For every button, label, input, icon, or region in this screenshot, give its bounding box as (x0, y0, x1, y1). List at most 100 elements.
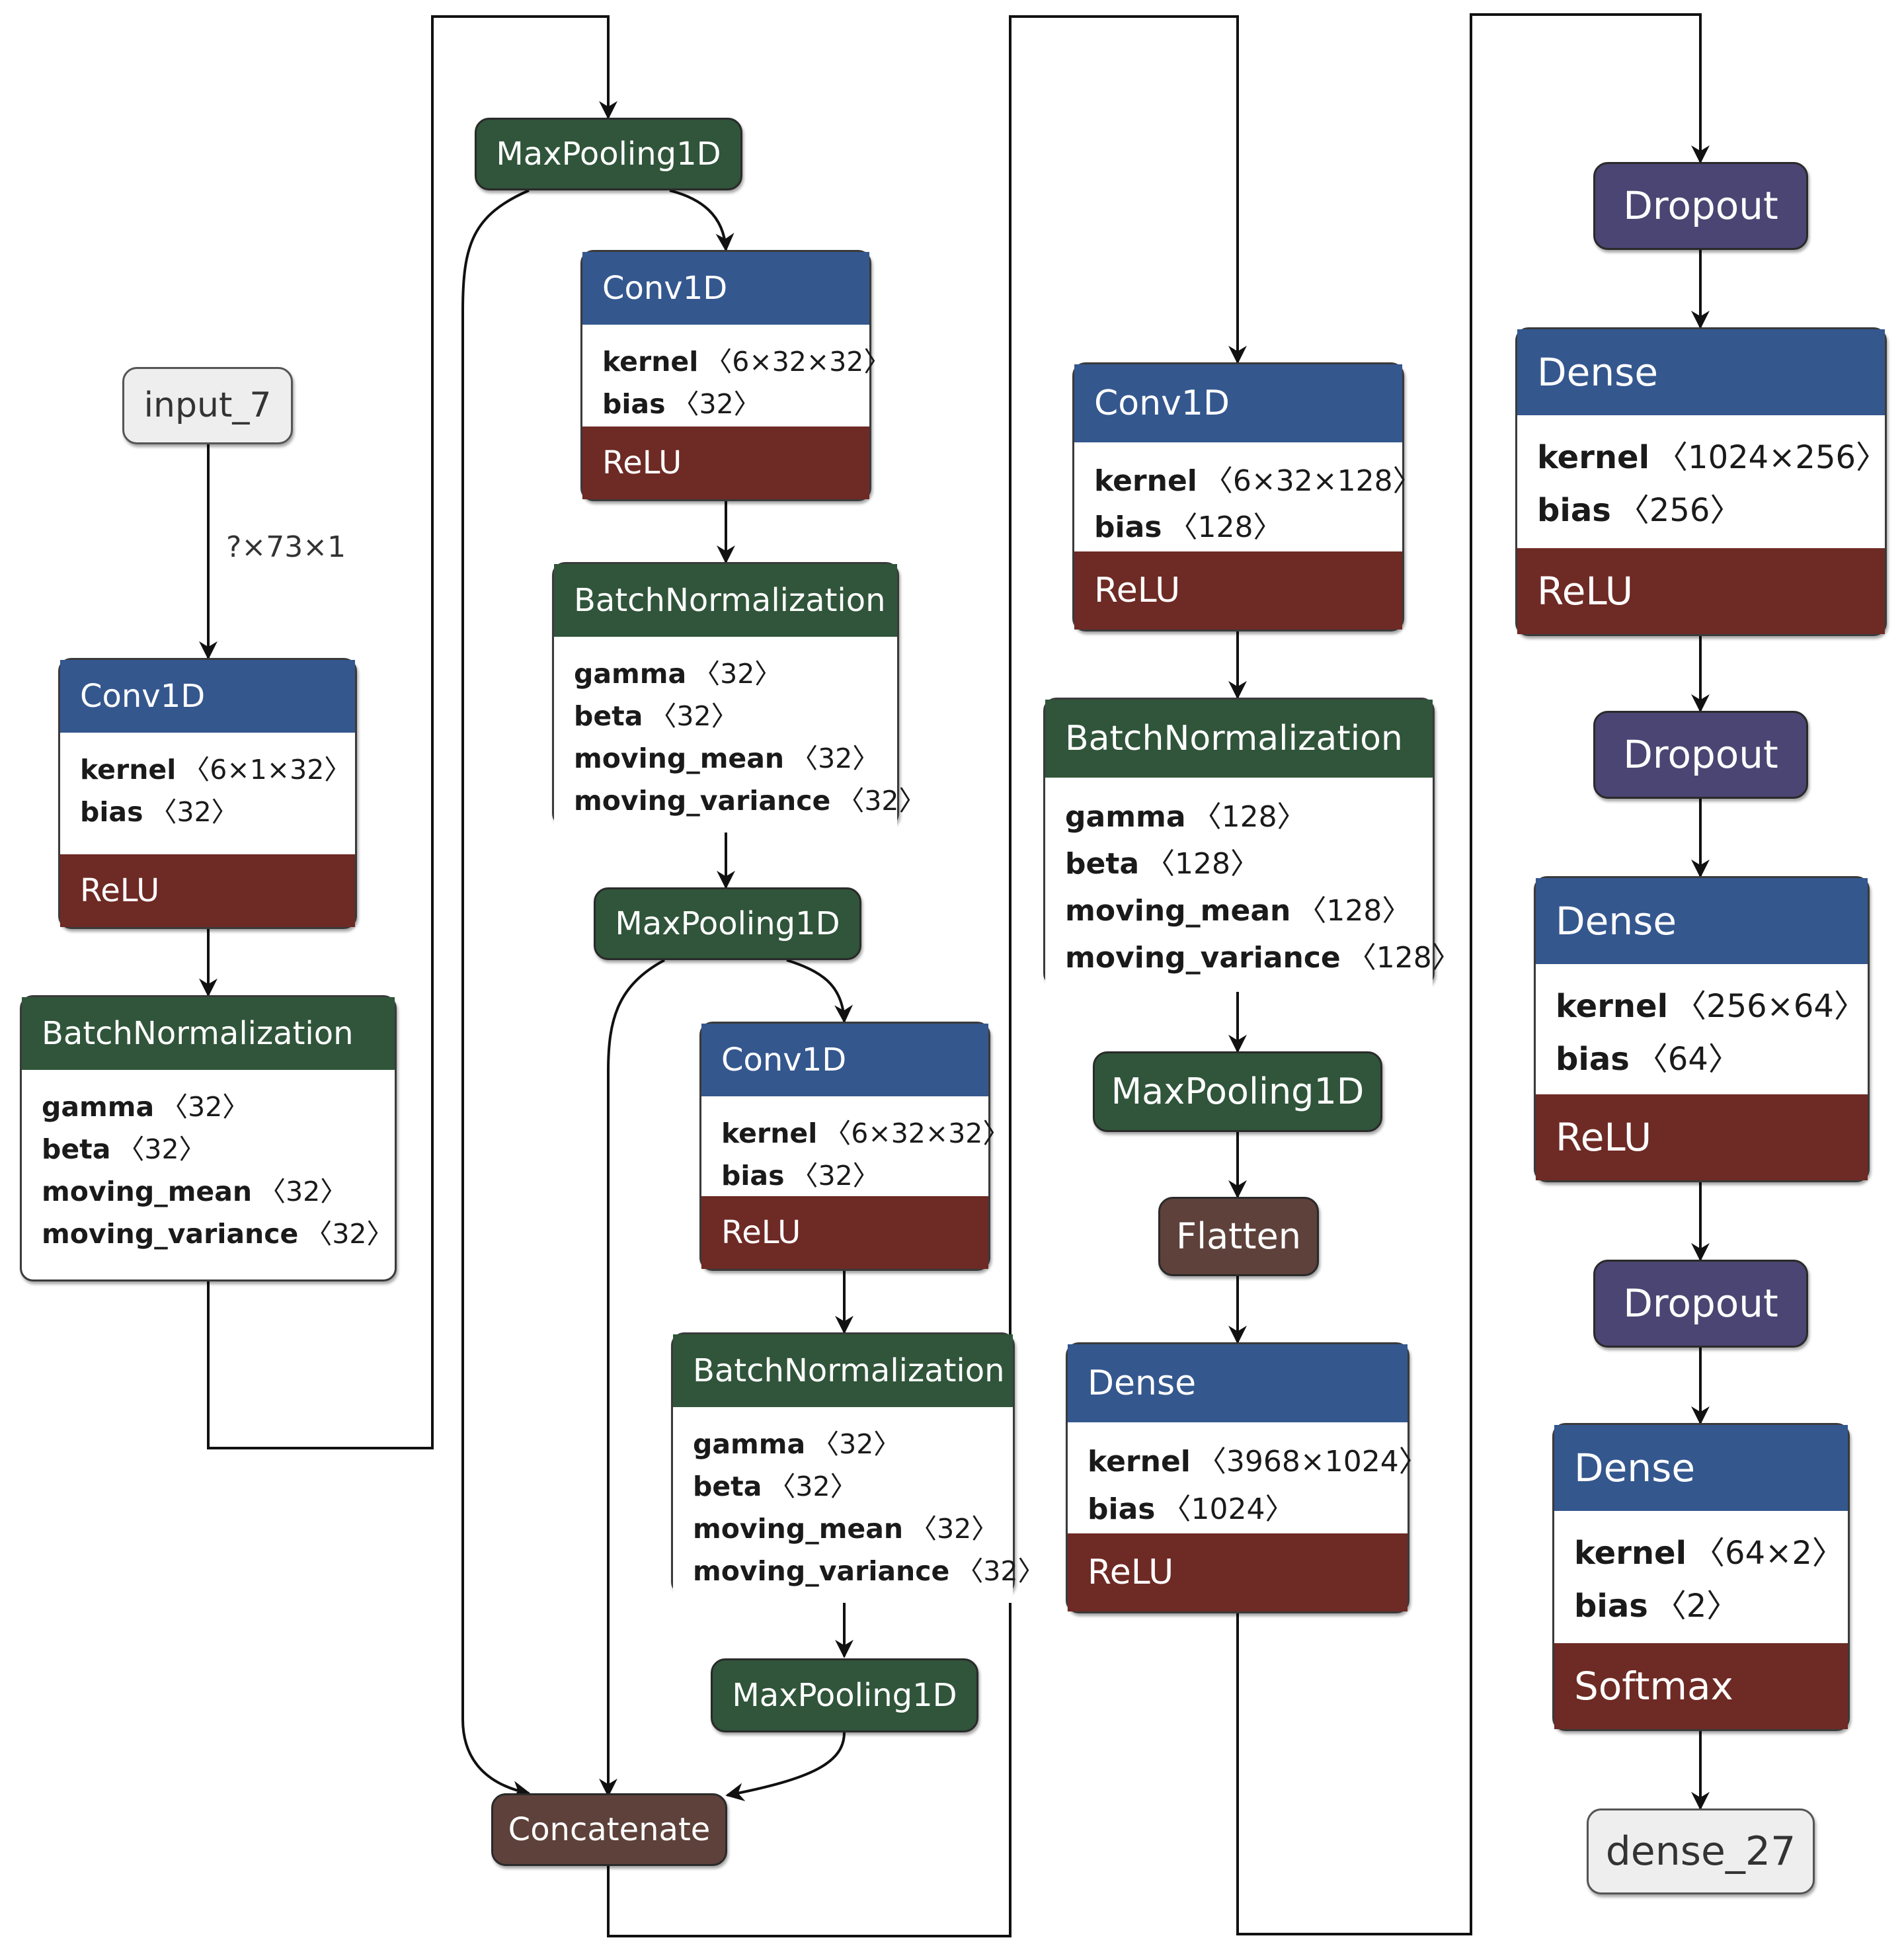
param-name: moving_mean (42, 1176, 253, 1207)
param-name: gamma (574, 658, 687, 690)
conv1d-node-4[interactable]: Conv1D kernel〈6×32×128〉 bias〈128〉 ReLU (1072, 362, 1422, 631)
flatten-node[interactable]: Flatten (1158, 1197, 1319, 1276)
param-name: beta (1065, 847, 1140, 881)
dropout-node-1[interactable]: Dropout (1593, 162, 1808, 250)
dense-params: kernel〈64×2〉 bias〈2〉 (1554, 1511, 1848, 1643)
conv1d-params: kernel〈6×1×32〉 bias〈32〉 (60, 733, 355, 844)
maxpool-node-4[interactable]: MaxPooling1D (1093, 1051, 1382, 1132)
maxpool-node-2[interactable]: MaxPooling1D (594, 887, 861, 960)
param-name: kernel (721, 1117, 818, 1149)
param-name: moving_mean (1065, 894, 1291, 928)
param-shape: 〈1024×256〉 (1656, 439, 1888, 476)
dense-params: kernel〈1024×256〉 bias〈256〉 (1517, 415, 1888, 548)
conv1d-node-2[interactable]: Conv1D kernel〈6×32×32〉 bias〈32〉 ReLU (580, 250, 891, 501)
param-shape: 〈6×32×32〉 (824, 1117, 1010, 1149)
param-name: kernel (1537, 439, 1650, 476)
batchnorm-node-2[interactable]: BatchNormalization gamma〈32〉 beta〈32〉 mo… (552, 562, 926, 832)
conv1d-header: Conv1D (60, 660, 355, 733)
concatenate-node[interactable]: Concatenate (491, 1793, 727, 1866)
dense-node-3[interactable]: Dense kernel〈256×64〉 bias〈64〉 ReLU (1534, 876, 1870, 1182)
edge-col2-to-col3 (607, 15, 1247, 1937)
param-name: kernel (1556, 988, 1669, 1025)
param-name: bias (1556, 1041, 1630, 1078)
batchnorm-params: gamma〈32〉 beta〈32〉 moving_mean〈32〉 movin… (554, 637, 926, 832)
batchnorm-header: BatchNormalization (1045, 700, 1433, 778)
batchnorm-params: gamma〈32〉 beta〈32〉 moving_mean〈32〉 movin… (22, 1070, 395, 1266)
dropout-node-3[interactable]: Dropout (1593, 1260, 1808, 1348)
param-name: bias (1574, 1588, 1648, 1625)
conv1d-params: kernel〈6×32×128〉 bias〈128〉 (1074, 442, 1422, 561)
dense-header: Dense (1517, 329, 1885, 415)
dropout-label: Dropout (1623, 183, 1778, 228)
edge-pool2-concat-skip (599, 959, 665, 1797)
param-shape: 〈64〉 (1636, 1041, 1740, 1078)
param-shape: 〈256×64〉 (1675, 988, 1866, 1025)
output-node-label: dense_27 (1605, 1828, 1796, 1875)
maxpool-node-1[interactable]: MaxPooling1D (475, 118, 742, 190)
param-shape: 〈6×1×32〉 (182, 754, 352, 786)
dense-node-4[interactable]: Dense kernel〈64×2〉 bias〈2〉 Softmax (1552, 1423, 1850, 1731)
edge-col3-to-col4 (1236, 13, 1710, 1935)
param-name: bias (721, 1160, 785, 1192)
param-shape: 〈32〉 (649, 700, 738, 732)
dense-node-2[interactable]: Dense kernel〈1024×256〉 bias〈256〉 ReLU (1515, 327, 1887, 636)
activation-bar: ReLU (1074, 551, 1402, 629)
param-name: kernel (602, 346, 699, 378)
param-shape: 〈128〉 (1168, 510, 1283, 544)
edge-pool3-concat (725, 1732, 846, 1801)
input-node-label: input_7 (143, 386, 272, 425)
param-name: kernel (1574, 1535, 1687, 1572)
param-shape: 〈6×32×32〉 (705, 346, 891, 378)
batchnorm-params: gamma〈128〉 beta〈128〉 moving_mean〈128〉 mo… (1045, 778, 1461, 992)
param-shape: 〈32〉 (791, 1160, 880, 1192)
param-name: bias (602, 388, 666, 420)
dense-params: kernel〈256×64〉 bias〈64〉 (1536, 964, 1868, 1096)
input-node[interactable]: input_7 (122, 367, 293, 444)
conv1d-header: Conv1D (701, 1024, 988, 1096)
dense-params: kernel〈3968×1024〉 bias〈1024〉 (1068, 1422, 1428, 1544)
conv1d-node-3[interactable]: Conv1D kernel〈6×32×32〉 bias〈32〉 ReLU (699, 1022, 1010, 1271)
conv1d-params: kernel〈6×32×32〉 bias〈32〉 (582, 325, 891, 436)
conv1d-node-1[interactable]: Conv1D kernel〈6×1×32〉 bias〈32〉 ReLU (58, 658, 357, 929)
param-shape: 〈32〉 (768, 1471, 857, 1502)
param-shape: 〈32〉 (837, 785, 926, 817)
dropout-node-2[interactable]: Dropout (1593, 711, 1808, 799)
edge-pool2-conv2 (786, 959, 853, 1024)
maxpool-label: MaxPooling1D (615, 905, 840, 942)
param-shape: 〈32〉 (956, 1555, 1045, 1587)
param-name: kernel (1094, 464, 1197, 498)
maxpool-node-3[interactable]: MaxPooling1D (711, 1658, 978, 1732)
activation-bar: Softmax (1554, 1643, 1848, 1729)
batchnorm-header: BatchNormalization (673, 1334, 1013, 1407)
param-name: kernel (1088, 1445, 1191, 1479)
batchnorm-node-4[interactable]: BatchNormalization gamma〈128〉 beta〈128〉 … (1043, 698, 1461, 992)
edge-col1-to-col2 (207, 15, 617, 1449)
activation-bar: ReLU (60, 854, 355, 927)
param-shape: 〈128〉 (1347, 941, 1461, 975)
param-name: bias (1088, 1492, 1156, 1526)
param-shape: 〈32〉 (117, 1133, 206, 1165)
batchnorm-node-3[interactable]: BatchNormalization gamma〈32〉 beta〈32〉 mo… (671, 1332, 1045, 1603)
conv1d-header: Conv1D (582, 252, 869, 325)
param-shape: 〈32〉 (258, 1176, 348, 1207)
dense-node-1[interactable]: Dense kernel〈3968×1024〉 bias〈1024〉 ReLU (1066, 1342, 1428, 1613)
param-shape: 〈6×32×128〉 (1203, 464, 1422, 498)
param-shape: 〈32〉 (305, 1218, 394, 1250)
param-name: moving_variance (1065, 941, 1341, 975)
dense-header: Dense (1536, 878, 1868, 964)
maxpool-label: MaxPooling1D (1111, 1071, 1365, 1112)
output-node[interactable]: dense_27 (1587, 1808, 1815, 1894)
param-shape: 〈128〉 (1146, 847, 1260, 881)
param-name: kernel (80, 754, 177, 786)
param-name: beta (574, 700, 643, 732)
param-shape: 〈32〉 (791, 743, 880, 774)
activation-bar: ReLU (701, 1196, 988, 1269)
param-name: bias (1537, 492, 1611, 529)
param-shape: 〈2〉 (1654, 1588, 1739, 1625)
conv1d-params: kernel〈6×32×32〉 bias〈32〉 (701, 1096, 1010, 1207)
param-name: beta (42, 1133, 111, 1165)
maxpool-label: MaxPooling1D (496, 136, 721, 173)
param-shape: 〈32〉 (693, 658, 782, 690)
batchnorm-header: BatchNormalization (554, 564, 897, 637)
batchnorm-node-1[interactable]: BatchNormalization gamma〈32〉 beta〈32〉 mo… (20, 995, 397, 1281)
